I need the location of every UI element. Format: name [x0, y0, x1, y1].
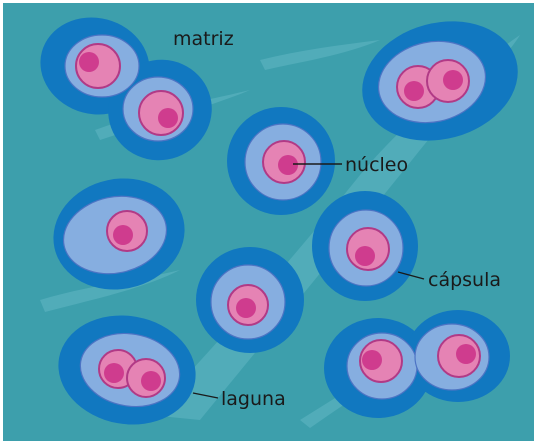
nucleus	[113, 225, 133, 245]
chondrocyte-right	[312, 191, 418, 301]
nucleus	[278, 155, 298, 175]
chondrocyte-center	[227, 107, 335, 215]
chondrocyte-pair-top-right	[362, 21, 518, 141]
nucleus	[443, 70, 463, 90]
chondrocyte-pair-top-left	[40, 17, 212, 161]
nucleus	[79, 52, 99, 72]
nucleus	[355, 246, 375, 266]
nucleus-label: núcleo	[345, 154, 408, 176]
matrix-label: matriz	[173, 28, 234, 50]
lacuna-label: laguna	[221, 388, 286, 410]
chondrocyte-pair-bottom-right	[324, 310, 510, 418]
chondrocyte-center-bottom	[196, 247, 304, 353]
nucleus	[362, 350, 382, 370]
lacuna-leader-line	[192, 392, 219, 399]
nucleus	[141, 371, 161, 391]
chondrocyte-left	[53, 178, 185, 290]
nucleus	[456, 344, 476, 364]
chondrocyte-pair-bottom-left	[58, 315, 196, 425]
capsule-leader-line	[397, 271, 425, 280]
capsule-label: cápsula	[428, 269, 501, 291]
nucleus	[236, 298, 256, 318]
nucleus	[104, 363, 124, 383]
nucleus	[158, 108, 178, 128]
nucleus	[404, 81, 424, 101]
